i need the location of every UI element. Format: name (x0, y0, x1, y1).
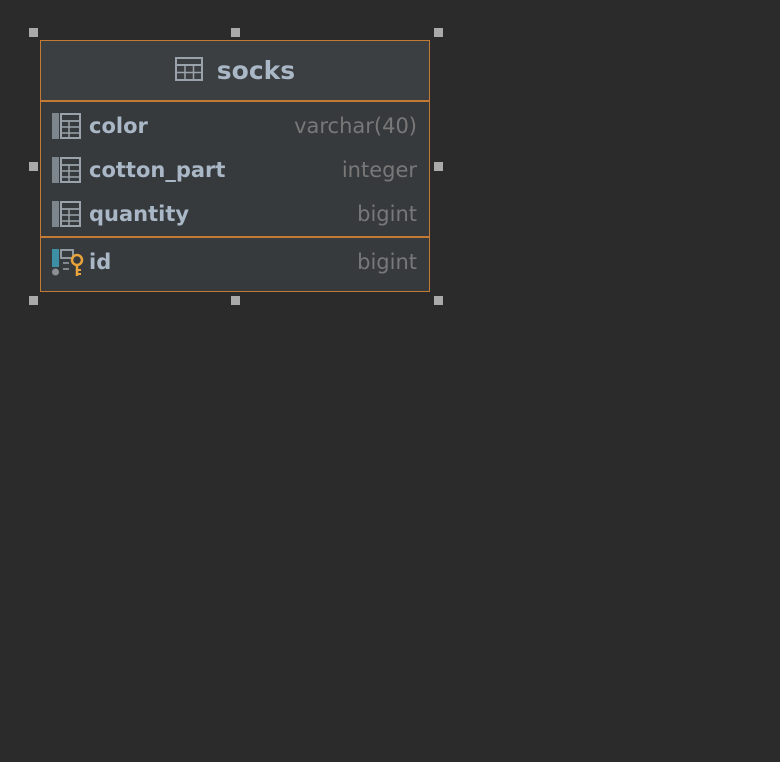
resize-handle-middle-left[interactable] (29, 162, 38, 171)
column-name: quantity (89, 202, 190, 226)
resize-handle-bottom-center[interactable] (231, 296, 240, 305)
primary-key-column-icon (52, 249, 84, 276)
column-icon (52, 113, 82, 139)
column-type: bigint (357, 202, 417, 226)
column-row-quantity[interactable]: quantity bigint (41, 192, 429, 236)
column-type: integer (341, 158, 417, 182)
column-name: cotton_part (89, 158, 226, 182)
column-name: id (89, 250, 112, 274)
resize-handle-top-center[interactable] (231, 28, 240, 37)
column-icon (52, 201, 82, 227)
table-icon (174, 56, 203, 81)
column-row-id[interactable]: id bigint (41, 238, 429, 286)
columns-section: color varchar(40) cotton_part integer (41, 102, 429, 238)
table-node-socks[interactable]: socks color varchar(40) (40, 40, 430, 292)
column-row-color[interactable]: color varchar(40) (41, 104, 429, 148)
keys-section: id bigint (41, 238, 429, 293)
column-row-cotton-part[interactable]: cotton_part integer (41, 148, 429, 192)
resize-handle-top-right[interactable] (434, 28, 443, 37)
table-name: socks (216, 56, 296, 85)
column-type: varchar(40) (294, 114, 417, 138)
table-header[interactable]: socks (41, 41, 429, 102)
column-icon (52, 157, 82, 183)
resize-handle-top-left[interactable] (29, 28, 38, 37)
resize-handle-bottom-right[interactable] (434, 296, 443, 305)
column-type: bigint (357, 250, 417, 274)
resize-handle-middle-right[interactable] (434, 162, 443, 171)
column-name: color (89, 114, 148, 138)
resize-handle-bottom-left[interactable] (29, 296, 38, 305)
